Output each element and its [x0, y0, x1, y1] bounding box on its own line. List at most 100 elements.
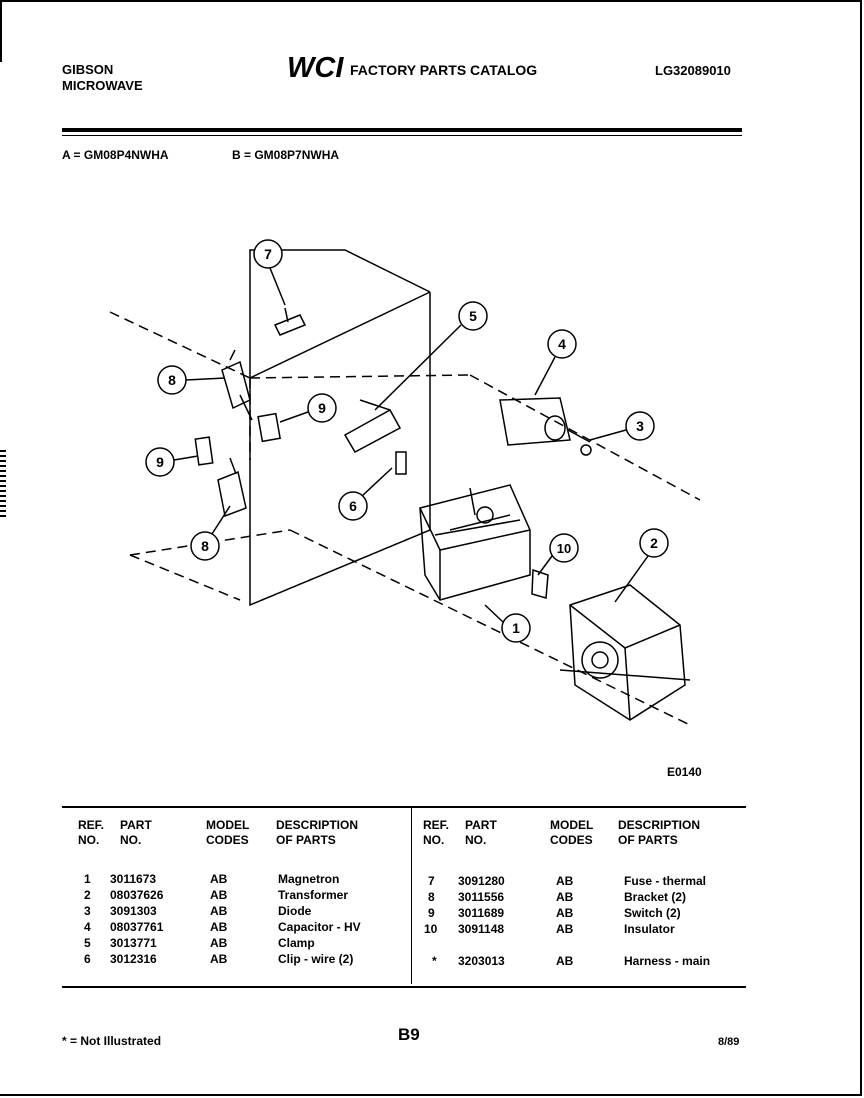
brand-name: GIBSON	[62, 62, 114, 77]
table-bottom-rule	[62, 986, 746, 988]
switch-right-part	[257, 412, 281, 443]
part-cell: 3203013	[458, 954, 505, 968]
logo-text: WCI	[287, 52, 344, 80]
callout-label: 1	[512, 620, 520, 636]
col-header-part: PART NO.	[465, 818, 497, 847]
footnote: * = Not Illustrated	[62, 1034, 162, 1048]
col-header-ref: REF. NO.	[423, 818, 450, 847]
model-cell: AB	[210, 920, 228, 934]
col-header-model: MODEL CODES	[206, 818, 250, 847]
ref-cell: 8	[428, 890, 435, 904]
callout-label: 4	[558, 336, 566, 352]
callout-label: 9	[156, 454, 164, 470]
part-cell: 08037626	[110, 888, 164, 902]
clamp-part	[343, 399, 402, 454]
desc-cell: Harness - main	[624, 954, 711, 968]
capacitor-part	[499, 397, 571, 446]
table-top-rule	[62, 806, 746, 808]
model-a: A = GM08P4NWHA	[62, 148, 169, 162]
callout-7: 7	[253, 239, 286, 306]
callout-1: 1	[484, 604, 531, 643]
page-number: B9	[398, 1025, 420, 1044]
insulator-part	[531, 568, 549, 599]
callout-6: 6	[338, 467, 393, 521]
header-rule	[62, 128, 742, 132]
desc-cell: Clamp	[278, 936, 315, 950]
wci-logo: WCI	[287, 52, 344, 80]
catalog-date: 8/89	[718, 1036, 740, 1048]
callout-label: 8	[168, 372, 176, 388]
callout-10: 10	[537, 533, 579, 576]
col-header-desc: DESCRIPTION OF PARTS	[618, 818, 701, 847]
ref-cell: 3	[84, 904, 91, 918]
callout-3: 3	[589, 411, 655, 441]
product-type: MICROWAVE	[62, 78, 143, 93]
part-cell: 3011556	[458, 890, 505, 904]
ref-cell: 7	[428, 874, 435, 888]
model-cell: AB	[556, 874, 574, 888]
part-cell: 3011689	[458, 906, 505, 920]
part-cell: 3012316	[110, 952, 157, 966]
diagram-code: E0140	[667, 765, 702, 779]
desc-cell: Switch (2)	[624, 906, 681, 920]
col-header-ref: REF. NO.	[78, 818, 105, 847]
bracket-bottom-part	[217, 457, 247, 518]
callout-label: 3	[636, 418, 644, 434]
model-cell: AB	[210, 904, 228, 918]
ref-cell: 2	[84, 888, 91, 902]
table-divider	[411, 808, 412, 984]
scan-edge-marks	[0, 450, 6, 520]
part-cell: 3011673	[110, 872, 157, 886]
clip-wire-part	[395, 451, 407, 475]
header-rule-thin	[62, 135, 742, 136]
model-b: B = GM08P7NWHA	[232, 148, 340, 162]
callout-label: 5	[469, 308, 477, 324]
callout-9-right: 9	[279, 393, 337, 423]
desc-cell: Clip - wire (2)	[278, 952, 354, 966]
callout-label: 8	[201, 538, 209, 554]
desc-cell: Insulator	[624, 922, 675, 936]
ref-cell: 6	[84, 952, 91, 966]
callout-label: 6	[349, 498, 357, 514]
callout-label: 9	[318, 400, 326, 416]
ref-cell: 1	[84, 872, 91, 886]
model-cell: AB	[556, 890, 574, 904]
part-cell: 3013771	[110, 936, 157, 950]
part-cell: 08037761	[110, 920, 164, 934]
bracket-top-part	[221, 349, 253, 421]
desc-cell: Transformer	[278, 888, 349, 902]
ref-cell: *	[432, 954, 437, 968]
ref-cell: 10	[424, 922, 438, 936]
callout-5: 5	[374, 301, 488, 411]
callout-label: 2	[650, 535, 658, 551]
desc-cell: Magnetron	[278, 872, 340, 886]
model-cell: AB	[210, 888, 228, 902]
desc-cell: Bracket (2)	[624, 890, 687, 904]
callout-4: 4	[534, 329, 577, 396]
cabinet-outline	[109, 311, 701, 726]
switch-left-part	[194, 436, 214, 466]
model-cell: AB	[556, 922, 574, 936]
col-header-part: PART NO.	[120, 818, 152, 847]
desc-cell: Diode	[278, 904, 312, 918]
transformer-part	[559, 584, 691, 721]
model-cell: AB	[210, 952, 228, 966]
desc-cell: Fuse - thermal	[624, 874, 707, 888]
part-cell: 3091280	[458, 874, 505, 888]
callout-8-top: 8	[157, 365, 226, 395]
callout-2: 2	[614, 528, 669, 603]
model-cell: AB	[210, 872, 228, 886]
exploded-parts-diagram: 7 5 4 3 8 9 9 6 8 10 2 1	[109, 239, 701, 726]
desc-cell: Capacitor - HV	[278, 920, 361, 934]
thermal-fuse-part	[273, 307, 307, 336]
model-cell: AB	[556, 906, 574, 920]
model-cell: AB	[556, 954, 574, 968]
col-header-desc: DESCRIPTION OF PARTS	[276, 818, 359, 847]
cabinet-panel	[249, 249, 431, 607]
diode-part	[567, 429, 592, 456]
part-cell: 3091148	[458, 922, 505, 936]
callout-9-left: 9	[145, 447, 199, 477]
callout-label: 10	[557, 541, 571, 556]
callout-label: 7	[264, 246, 272, 262]
